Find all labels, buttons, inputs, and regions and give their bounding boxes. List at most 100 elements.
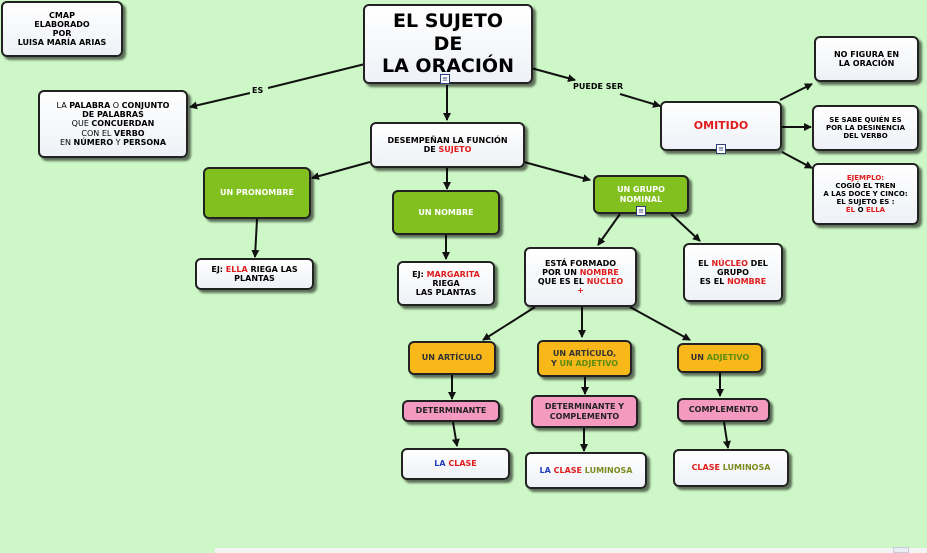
artadj-line-1: UN ARTÍCULO, [552,349,617,359]
pronombre-box: UN PRONOMBRE [203,167,311,219]
function-de: DE [423,145,439,154]
def-conjunto: CONJUNTO [121,101,170,111]
link-label-es: ES [250,86,266,95]
lcl-luminosa: LUMINOSA [584,465,633,475]
map-title: EL SUJETO DE LA ORACIÓN [363,4,533,84]
la-clase-clase: CLASE [448,459,477,469]
link-formado-articulo [482,306,536,341]
definition-box: LA PALABRA O CONJUNTO DE PALABRAS QUE CO… [38,90,188,158]
def-persona: PERSONA [123,137,167,147]
function-box: DESEMPEÑAN LA FUNCIÓN DE SUJETO [370,122,525,168]
sabe-line-2: POR LA DESINENCIA [825,123,906,132]
title-line-2: DE [433,32,463,55]
ej-ella-ella: ELLA [225,264,248,274]
link-grupo-formado [597,213,621,246]
def-palabra: PALABRA [69,101,111,111]
sabe-line-3: DEL VERBO [843,132,888,141]
ej-margarita-box: EJ: MARGARITA RIEGA LAS PLANTAS [397,261,495,306]
adjetivo-adjetivo: ADJETIVO [706,353,750,363]
clase-luminosa-box: CLASE LUMINOSA [673,449,789,487]
def-y: Y [113,137,124,147]
def-que: QUE [71,119,92,129]
complemento-box: COMPLEMENTO [677,398,770,422]
omitido-label: OMITIDO [693,118,749,132]
resize-handle[interactable] [893,547,909,553]
la-clase-luminosa-box: LA CLASE LUMINOSA [525,452,647,489]
def-con-el: CON EL [81,128,114,138]
nucleo-del: DEL [747,258,768,268]
ejemplo-box: EJEMPLO: COGIÓ EL TREN A LAS DOCE Y CINC… [812,163,919,225]
ejemplo-line-2: COGIÓ EL TREN [835,181,896,190]
nucleo-grupo: GRUPO [717,267,749,277]
formado-nucleo: NÚCLEO [586,277,624,286]
nombre-box: UN NOMBRE [392,190,500,235]
ejemplo-el: ÉL [845,206,856,215]
function-sujeto: SUJETO [438,145,472,154]
def-numero: NÚMERO [73,137,114,147]
document-icon[interactable]: ≡ [440,74,450,84]
sabe-quien-box: SE SABE QUIÉN ES POR LA DESINENCIA DEL V… [812,105,919,151]
credit-line-1: CMAP [49,10,75,20]
link-title-es [267,63,366,89]
def-text-3: O [110,101,122,111]
title-line-3: LA ORACIÓN [382,55,514,78]
link-formado-adjetivo [629,306,691,341]
sabe-line-1: SE SABE QUIÉN ES [829,115,902,124]
determinante-box: DETERMINANTE [402,400,500,422]
link-function-pronombre [311,161,371,180]
ejemplo-o: O [855,206,866,215]
def-en: EN [59,137,74,147]
cl-luminosa: LUMINOSA [722,463,771,473]
credit-line-4: LUISA MARÍA ARIAS [17,38,107,48]
articulo-label: UN ARTÍCULO [421,353,483,363]
nucleo-el: EL [698,258,712,268]
link-det-clase [451,421,460,447]
formado-que-es: QUE ES EL [537,277,587,286]
credit-line-2: ELABORADO [34,19,90,29]
footer-strip [215,548,927,553]
ejemplo-ella: ELLA [865,206,886,215]
complemento-label: COMPLEMENTO [688,405,759,415]
def-de-palabras: DE PALABRAS [82,110,144,120]
nucleo-nucleo: NÚCLEO [711,258,748,268]
link-es-definition [189,92,251,110]
no-figura-box: NO FIGURA EN LA ORACIÓN [814,36,919,82]
ejemplo-line-4: EL SUJETO ES : [836,198,895,207]
formado-plus: + [577,286,584,296]
ej-ella-box: EJ: ELLA RIEGA LAS PLANTAS [195,258,314,290]
ej-marg-prefix: EJ: [412,269,427,279]
artadj-adjetivo: UN ADJETIVO [559,358,619,368]
grupo-line-2: NOMINAL [619,194,663,204]
articulo-adjetivo-box: UN ARTÍCULO, Y UN ADJETIVO [537,340,632,377]
detcomp-line-1: DETERMINANTE Y [544,402,625,412]
la-clase-la: LA [434,459,449,469]
link-label-puede-ser: PUEDE SER [571,82,626,91]
adjetivo-un: UN [690,353,707,363]
link-function-grupo [523,161,591,183]
link-comp-clase [722,421,731,449]
credit-line-3: POR [52,29,72,38]
omitido-box: OMITIDO [660,101,782,151]
esta-formado-box: ESTÁ FORMADO POR UN NOMBRE QUE ES EL NÚC… [524,247,637,307]
nucleo-es-el: ES EL [699,277,728,287]
ej-marg-riega: RIEGA [432,278,460,288]
function-line-1: DESEMPEÑAN LA FUNCIÓN [387,135,508,145]
articulo-box: UN ARTÍCULO [408,341,496,375]
nucleo-nombre: NOMBRE [727,277,767,287]
link-title-puede-ser [530,67,576,83]
det-complemento-box: DETERMINANTE Y COMPLEMENTO [531,395,638,428]
grupo-line-1: UN GRUPO [617,185,665,195]
def-concuerdan: CONCUERDAN [91,119,155,129]
document-icon[interactable]: ≡ [716,144,726,154]
ej-marg-plantas: LAS PLANTAS [415,288,477,298]
cl-clase: CLASE [691,463,723,473]
document-icon[interactable]: ≡ [636,206,646,216]
link-grupo-nucleo [670,213,701,242]
artadj-y: Y [550,358,560,368]
detcomp-line-2: COMPLEMENTO [549,411,620,421]
lcl-clase: CLASE [553,465,585,475]
pronombre-label: UN PRONOMBRE [220,188,294,198]
formado-nombre: NOMBRE [579,267,619,277]
